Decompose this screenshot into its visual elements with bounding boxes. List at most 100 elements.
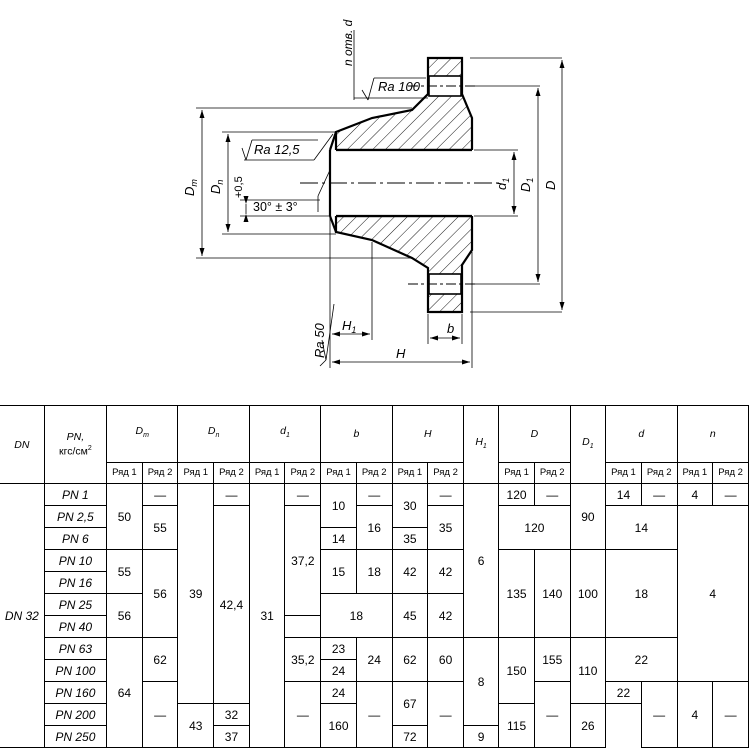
row-label: Ряд 2 [640, 462, 678, 484]
cell: — [213, 483, 250, 506]
pn-cell: PN 63 [43, 637, 108, 660]
row-label: Ряд 1 [391, 462, 429, 484]
cell: 100 [569, 549, 607, 638]
cell: 42,4 [213, 505, 250, 704]
header-h1: H1 [462, 405, 500, 484]
header-dn: DN [0, 405, 45, 484]
cell: 42 [427, 593, 464, 638]
cell: 18 [355, 549, 393, 594]
cell: 22 [605, 637, 678, 682]
cell: 45 [391, 593, 429, 638]
row-label: Ряд 2 [284, 462, 322, 484]
dim-dm-label: Dm [182, 179, 199, 196]
cell: 35,2 [284, 637, 322, 682]
pn-cell: PN 1 [43, 483, 108, 506]
cell: 72 [391, 725, 429, 748]
dim-H-label: H [396, 346, 406, 361]
flange-drawing: n отв. d Ra 100 Ra 12,5 30° ± 3° +0,5 Ra… [182, 19, 565, 368]
cell: 23 [320, 637, 357, 660]
cell: 39 [177, 483, 215, 704]
row-label: Ряд 1 [498, 462, 535, 484]
cell: 4 [676, 681, 714, 748]
header-dm: Dm [106, 405, 179, 463]
cell: 64 [106, 637, 143, 748]
tolerance-label: +0,5 [233, 176, 245, 198]
cell: 140 [533, 549, 571, 638]
cell: 110 [569, 637, 607, 704]
header-n: n [676, 405, 750, 463]
cell: 14 [320, 527, 357, 550]
header-D1: D1 [569, 405, 607, 484]
cell: 15 [320, 549, 357, 594]
cell: 150 [498, 637, 535, 704]
header-pn: PN,кгс/см2 [43, 405, 108, 484]
ra125-label: Ra 12,5 [254, 142, 300, 157]
cell: 42 [391, 549, 429, 594]
cell: — [640, 483, 678, 506]
cell: 55 [141, 505, 179, 550]
row-label: Ряд 1 [605, 462, 642, 484]
row-label: Ряд 2 [141, 462, 179, 484]
cell: 42 [427, 549, 464, 594]
ra100-label: Ra 100 [378, 79, 421, 94]
holes-label: n отв. d [341, 19, 355, 66]
row-label: Ряд 1 [248, 462, 286, 484]
chamfer-label: 30° ± 3° [253, 200, 298, 214]
pn-cell: PN 25 [43, 593, 108, 616]
cell: 37,2 [284, 505, 322, 616]
dim-D1-label: D1 [518, 178, 535, 192]
dim-h1-label: H1 [342, 318, 356, 335]
pn-cell: PN 250 [43, 725, 108, 748]
cell: — [355, 681, 393, 748]
cell: 55 [106, 549, 143, 594]
cell: 120 [498, 505, 571, 550]
cell: — [284, 483, 322, 506]
dim-D-label: D [543, 181, 558, 190]
cell: 24 [355, 637, 393, 682]
cell: — [533, 681, 571, 748]
cell: 56 [106, 593, 143, 638]
row-label: Ряд 2 [533, 462, 571, 484]
cell: — [141, 483, 179, 506]
ra50-label: Ra 50 [312, 323, 327, 358]
cell: 10 [320, 483, 357, 528]
cell: 155 [533, 637, 571, 682]
pn-cell: PN 16 [43, 571, 108, 594]
cell: — [141, 681, 179, 748]
cell: — [427, 681, 464, 748]
cell: 8 [462, 637, 500, 726]
cell: 90 [569, 483, 607, 550]
cell: — [533, 483, 571, 506]
cell: 115 [498, 703, 535, 748]
cell: 18 [320, 593, 393, 638]
row-label: Ряд 1 [177, 462, 215, 484]
flange-dimensions-table: DN PN,кгс/см2 Dm Dn d1 b H H1 D D1 d n Р… [0, 405, 750, 748]
pn-cell: PN 160 [43, 681, 108, 704]
cell: 60 [427, 637, 464, 682]
flange-section-upper [334, 56, 474, 152]
cell: 35 [391, 527, 429, 550]
cell: 31 [248, 483, 286, 748]
cell: 14 [605, 483, 642, 506]
header-d: d [605, 405, 678, 463]
cell: 160 [320, 703, 357, 748]
cell: — [355, 483, 393, 506]
pn-cell: PN 2,5 [43, 505, 108, 528]
row-label: Ряд 1 [320, 462, 357, 484]
pn-cell: PN 6 [43, 527, 108, 550]
cell: 22 [605, 681, 642, 704]
pn-cell: PN 10 [43, 549, 108, 572]
cell: 37 [213, 725, 250, 748]
row-label: Ряд 1 [106, 462, 143, 484]
row-label: Ряд 2 [427, 462, 464, 484]
cell: 26 [569, 703, 607, 748]
header-h: H [391, 405, 464, 463]
header-D: D [498, 405, 571, 463]
cell: 24 [320, 659, 357, 682]
cell: 62 [141, 637, 179, 682]
cell: — [284, 681, 322, 748]
cell: — [712, 483, 749, 506]
dim-d1-label: d1 [494, 178, 511, 190]
cell: 4 [676, 483, 714, 506]
cell: 35 [427, 505, 464, 550]
